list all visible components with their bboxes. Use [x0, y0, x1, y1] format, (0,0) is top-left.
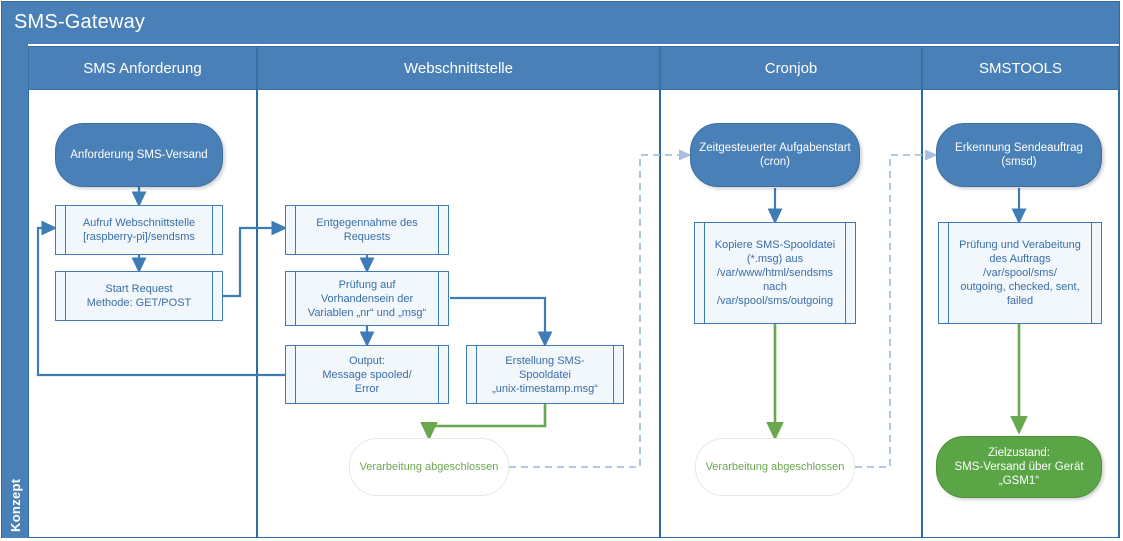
node-entgegennahme-des-requests[interactable]: Entgegennahme des Requests	[285, 205, 449, 255]
node-label-line2: Vorhandensein der	[320, 292, 414, 305]
node-erkennung-sendeauftrag[interactable]: Erkennung Sendeauftrag (smsd)	[936, 123, 1102, 187]
side-band: Konzept	[2, 44, 28, 538]
node-label-line4: outgoing, checked, sent,	[960, 281, 1080, 293]
node-label-line2: [raspberry-pi]/sendsms	[83, 231, 195, 243]
node-erstellung-sms-spooldatei[interactable]: Erstellung SMS-Spooldatei „unix-timestam…	[466, 345, 624, 404]
node-label-line2: des Auftrags	[989, 253, 1051, 265]
diagram-title-bar: SMS-Gateway	[2, 2, 1119, 44]
node-label-line1: Prüfung auf	[338, 278, 396, 291]
lane-header-sms-anforderung[interactable]: SMS Anforderung	[28, 46, 257, 90]
node-label-line3: Error	[354, 382, 380, 395]
node-label-line1: Erkennung Sendeauftrag	[955, 142, 1083, 154]
node-pruefung-verabeitung-auftrag[interactable]: Prüfung und Verabeitung des Auftrags /va…	[938, 222, 1102, 324]
node-zielzustand-sms-versand[interactable]: Zielzustand: SMS-Versand über Gerät „GSM…	[936, 436, 1102, 498]
node-verarbeitung-abgeschlossen-web[interactable]: Verarbeitung abgeschlossen	[349, 438, 509, 496]
node-label-line1: Prüfung und Verabeitung	[959, 239, 1081, 251]
node-label-line2: SMS-Versand über Gerät	[954, 461, 1084, 473]
node-label: Verarbeitung abgeschlossen	[705, 461, 845, 473]
node-label-line3: „GSM1“	[998, 475, 1040, 487]
node-label-line2: (smsd)	[1001, 156, 1037, 168]
side-band-label: Konzept	[7, 478, 23, 532]
node-label-line1: Start Request	[105, 283, 173, 295]
node-label-line2: Message spooled/	[322, 368, 412, 381]
node-label-line1: Output:	[348, 354, 386, 367]
node-label-line1: Entgegennahme des	[316, 217, 418, 229]
node-pruefung-variablen[interactable]: Prüfung auf Vorhandensein der Variablen …	[285, 271, 449, 326]
lane-title: SMS Anforderung	[83, 59, 202, 77]
node-label-line3: Variablen „nr“ und „msg“	[307, 306, 427, 319]
node-label-line1: Aufruf Webschnittstelle	[82, 217, 196, 229]
node-label: Verarbeitung abgeschlossen	[359, 461, 499, 473]
node-label-line2: (*.msg) aus	[746, 253, 804, 265]
lane-header-smstools[interactable]: SMSTOOLS	[922, 46, 1119, 90]
node-start-request[interactable]: Start Request Methode: GET/POST	[55, 271, 223, 321]
node-label-line1: Erstellung SMS-Spooldatei	[505, 354, 585, 381]
node-label-line2: „unix-timestamp.msg“	[492, 382, 598, 395]
lane-title: Cronjob	[764, 59, 818, 77]
node-anforderung-sms-versand[interactable]: Anforderung SMS-Versand	[55, 123, 223, 187]
lane-header-webschnittstelle[interactable]: Webschnittstelle	[257, 46, 660, 90]
node-kopiere-sms-spooldatei[interactable]: Kopiere SMS-Spooldatei (*.msg) aus /var/…	[694, 222, 856, 324]
node-label-line2: Methode: GET/POST	[86, 297, 192, 309]
node-label-line1: Kopiere SMS-Spooldatei	[714, 239, 836, 251]
lane-header-cronjob[interactable]: Cronjob	[660, 46, 922, 90]
node-label-line5: failed	[1006, 295, 1034, 307]
node-zeitgesteuerter-aufgabenstart[interactable]: Zeitgesteuerter Aufgabenstart (cron)	[690, 123, 860, 187]
node-label-line4: nach	[763, 281, 787, 293]
node-label-line2: (cron)	[759, 156, 791, 168]
lane-title: Webschnittstelle	[404, 59, 513, 77]
node-output-message-spooled[interactable]: Output: Message spooled/ Error	[285, 345, 449, 404]
node-verarbeitung-abgeschlossen-cron[interactable]: Verarbeitung abgeschlossen	[695, 438, 855, 496]
node-aufruf-webschnittstelle[interactable]: Aufruf Webschnittstelle [raspberry-pi]/s…	[55, 205, 223, 255]
node-label-line2: Requests	[343, 231, 391, 243]
node-label-line3: /var/www/html/sendsms	[716, 267, 834, 279]
node-label-line5: /var/spool/sms/outgoing	[716, 295, 834, 307]
lane-title: SMSTOOLS	[978, 59, 1063, 77]
node-label-line1: Zeitgesteuerter Aufgabenstart	[699, 142, 851, 154]
node-label: Anforderung SMS-Versand	[70, 149, 208, 161]
node-label-line1: Zielzustand:	[987, 447, 1050, 459]
node-label-line3: /var/spool/sms/	[983, 267, 1057, 279]
page-title: SMS-Gateway	[14, 11, 146, 33]
